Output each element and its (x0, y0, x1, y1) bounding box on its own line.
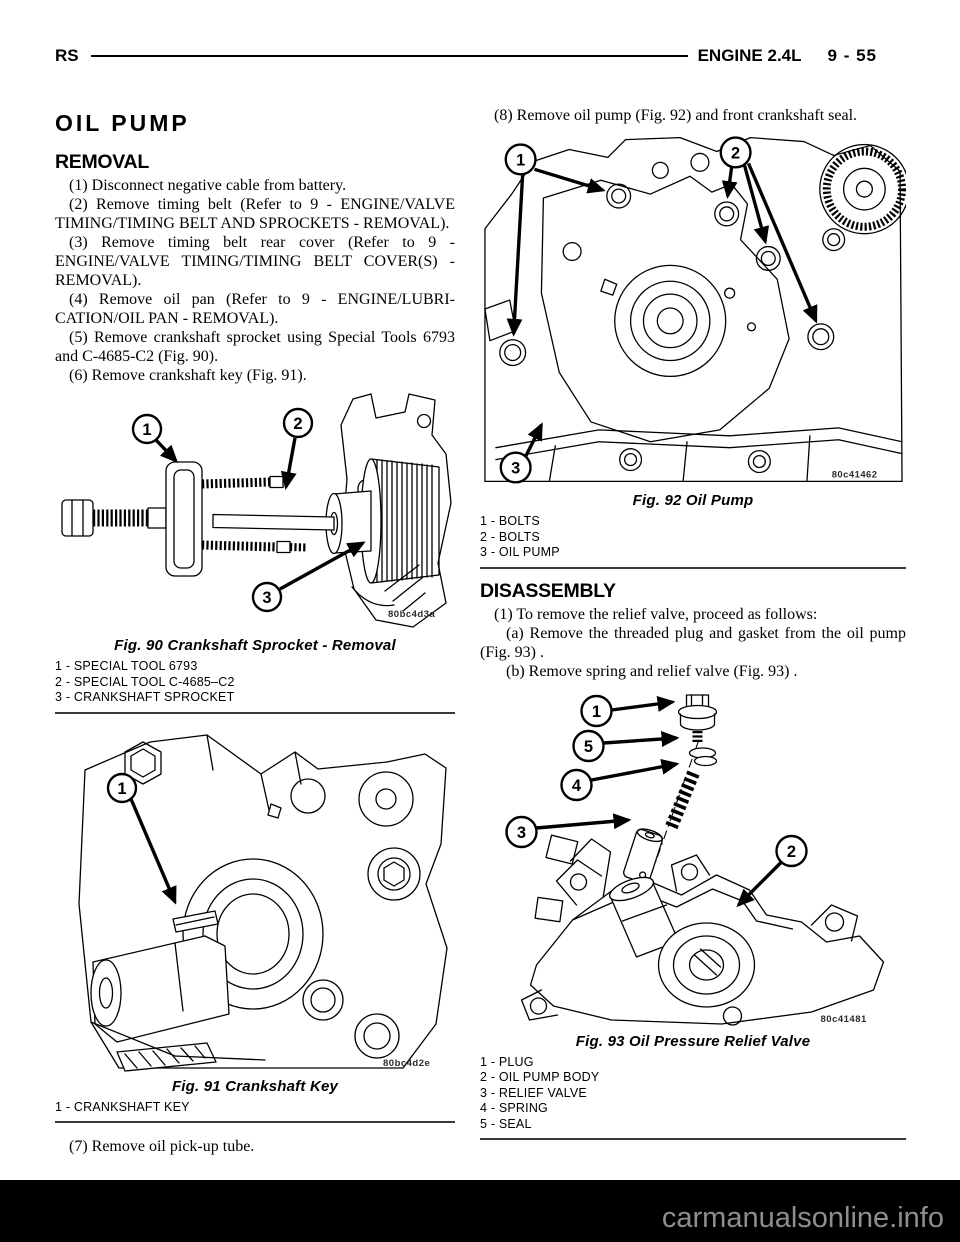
procedure-step: (1) To remove the relief valve, proceed … (494, 605, 818, 623)
callout-number: 1 (117, 780, 126, 798)
right-column: (8) Remove oil pump (Fig. 92) and front … (480, 98, 906, 1140)
procedure-step: (2) Remove timing belt (Refer to 9 - ENG… (55, 196, 455, 232)
relief-valve (623, 827, 663, 883)
section-divider (480, 1138, 906, 1140)
fig93-caption: Fig. 93 Oil Pressure Relief Valve (575, 1032, 811, 1050)
callout-2: 2 (719, 136, 818, 324)
legend-item: 2 - OIL PUMP BODY (480, 1070, 600, 1084)
section-divider (480, 566, 906, 569)
fig90-caption: Fig. 90 Crankshaft Sprocket - Removal (114, 637, 396, 654)
callout-number: 4 (572, 777, 582, 795)
crankshaft-sprocket (325, 458, 440, 584)
callout-number: 3 (511, 459, 520, 477)
ladder-frame (495, 427, 903, 483)
fig93-illustration: 1 5 4 3 2 80c41481 (505, 693, 885, 1026)
legend-item: 3 - CRANKSHAFT SPROCKET (55, 690, 235, 704)
crankshaft-nose (90, 857, 324, 1072)
fig92-legend: 1 - BOLTS 2 - BOLTS 3 - OIL PUMP (480, 514, 906, 561)
figure-code: 80bc4d2e (383, 1058, 430, 1069)
procedure-step: (8) Remove oil pump (Fig. 92) and front … (494, 107, 858, 124)
removal-heading: REMOVAL (55, 151, 149, 173)
engine-case-outline (484, 136, 906, 483)
callout-number: 2 (293, 415, 302, 433)
callout-3: 3 (251, 541, 366, 613)
callout-3: 3 (505, 812, 632, 848)
watermark-text: carmanualsonline.info (661, 1202, 944, 1234)
callout-number: 1 (516, 151, 525, 169)
oil-pump-body (540, 175, 790, 443)
figure-code: 80c41481 (821, 1014, 867, 1025)
page-title: OIL PUMP (55, 110, 190, 136)
procedure-step: (a) Remove the threaded plug and gasket … (480, 624, 906, 661)
callout-3: 3 (499, 422, 543, 484)
legend-item: 2 - BOLTS (480, 529, 540, 544)
callout-number: 3 (517, 824, 526, 842)
callout-number: 5 (584, 738, 593, 756)
callout-number: 1 (592, 703, 601, 721)
legend-item: 4 - SPRING (480, 1101, 548, 1115)
callout-1: 1 (106, 772, 177, 905)
callout-2: 2 (280, 407, 314, 490)
fig91-legend: 1 - CRANKSHAFT KEY (55, 1100, 455, 1116)
oil-pump-body (520, 834, 885, 1026)
fig92-caption: Fig. 92 Oil Pump (632, 492, 754, 509)
callout-1: 1 (504, 143, 606, 337)
legend-item: 3 - OIL PUMP (480, 545, 560, 559)
header-rule (90, 55, 688, 57)
watermark-bar: carmanualsonline.info (0, 1180, 960, 1242)
header-section-label: RS (55, 46, 79, 65)
callout-4: 4 (560, 758, 680, 801)
special-tool-shaft (212, 513, 335, 531)
header-title: ENGINE 2.4L (697, 46, 802, 65)
fig91-illustration: 1 80bc4d2e (78, 733, 448, 1072)
mounting-bolts (499, 161, 846, 367)
callout-1: 1 (580, 694, 676, 727)
callout-1: 1 (131, 413, 179, 464)
callout-number: 1 (142, 421, 151, 439)
fig93-legend: 1 - PLUG 2 - OIL PUMP BODY 3 - RELIEF VA… (480, 1055, 906, 1133)
legend-item: 1 - PLUG (480, 1054, 534, 1069)
section-divider (55, 1121, 455, 1123)
header-page-number: 9 - 55 (827, 46, 877, 65)
callout-2: 2 (736, 834, 808, 907)
callout-number: 3 (262, 589, 271, 607)
fig92-illustration: 1 2 3 80c41462 (484, 136, 906, 484)
engine-block-outline (78, 733, 448, 1069)
procedure-step: (5) Remove crankshaft sprocket using Spe… (55, 329, 455, 365)
procedure-step: (7) Remove oil pick-up tube. (69, 1138, 255, 1155)
legend-item: 1 - CRANKSHAFT KEY (55, 1099, 190, 1114)
relief-valve-plug (677, 693, 718, 743)
figure-code: 80bc4d3a (388, 609, 436, 620)
page-header: RS ENGINE 2.4L 9 - 55 (55, 46, 877, 66)
callout-5: 5 (572, 729, 680, 762)
section-divider (55, 711, 455, 714)
legend-item: 3 - RELIEF VALVE (480, 1085, 587, 1100)
procedure-step: (b) Remove spring and relief valve (Fig.… (506, 662, 798, 680)
legend-item: 5 - SEAL (480, 1116, 532, 1131)
relief-valve-seal (688, 746, 718, 766)
left-column: OIL PUMP REMOVAL (1) Disconnect negative… (55, 98, 455, 1156)
procedure-step: (4) Remove oil pan (Refer to 9 - ENGINE/… (55, 291, 455, 327)
callout-number: 2 (731, 144, 740, 162)
fig91-caption: Fig. 91 Crankshaft Key (171, 1077, 339, 1095)
relief-valve-spring (664, 770, 700, 831)
fig90-legend: 1 - SPECIAL TOOL 6793 2 - SPECIAL TOOL C… (55, 659, 455, 706)
legend-item: 1 - BOLTS (480, 514, 540, 528)
disassembly-heading: DISASSEMBLY (480, 579, 616, 602)
procedure-step: (1) Disconnect negative cable from batte… (69, 177, 347, 194)
procedure-step: (3) Remove timing belt rear cover (Refer… (55, 234, 455, 289)
fig90-illustration: 1 2 3 80bc4d3a (61, 393, 452, 628)
callout-number: 2 (787, 843, 796, 861)
procedure-step: (6) Remove crankshaft key (Fig. 91). (69, 367, 307, 384)
legend-item: 2 - SPECIAL TOOL C-4685–C2 (55, 674, 235, 689)
figure-code: 80c41462 (832, 468, 878, 479)
legend-item: 1 - SPECIAL TOOL 6793 (55, 659, 198, 673)
special-tool-puller (61, 461, 308, 577)
